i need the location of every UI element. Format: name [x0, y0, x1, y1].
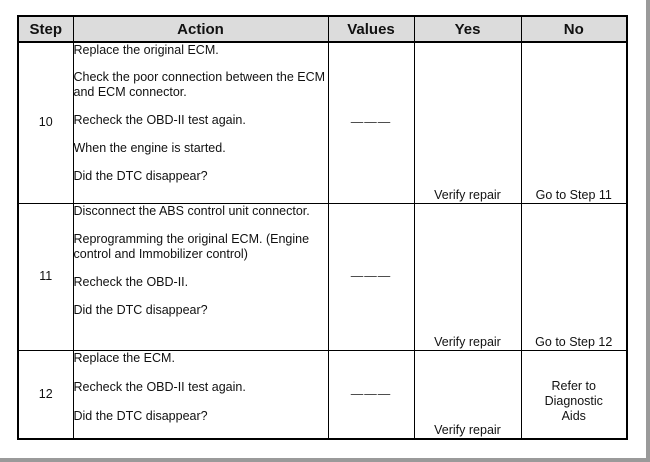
header-step: Step [17, 15, 74, 43]
no-cell: Go to Step 11 [520, 41, 628, 204]
values-cell: ——— [327, 202, 415, 351]
yes-cell: Verify repair [413, 41, 522, 204]
action-line: When the engine is started. [73, 141, 226, 155]
action-line: Recheck the OBD-II. [73, 274, 189, 289]
header-no: No [520, 15, 628, 43]
header-yes: Yes [413, 15, 522, 43]
action-line: Replace the ECM. [73, 350, 175, 365]
action-line: Recheck the OBD-II test again. [73, 379, 246, 394]
step-number: 10 [17, 41, 74, 204]
step-number: 11 [17, 202, 74, 351]
diagnostic-table: Step Action Values Yes No 10 Replace the… [17, 15, 628, 440]
step-number: 12 [17, 349, 74, 440]
table-row-step-10: 10 Replace the original ECM. Check the p… [17, 41, 628, 204]
header-values: Values [327, 15, 415, 43]
action-cell: Disconnect the ABS control unit connecto… [72, 202, 329, 351]
action-line: Did the DTC disappear? [73, 169, 208, 183]
values-cell: ——— [327, 41, 415, 204]
action-line: Did the DTC disappear? [73, 408, 208, 423]
action-line: Check the poor connection between the EC… [73, 70, 326, 99]
header-action: Action [72, 15, 329, 43]
action-line: Replace the original ECM. [73, 43, 219, 57]
table-row-step-11: 11 Disconnect the ABS control unit conne… [17, 202, 628, 351]
no-cell: Go to Step 12 [520, 202, 628, 351]
action-line: Did the DTC disappear? [73, 302, 208, 317]
action-line: Recheck the OBD-II test again. [73, 113, 246, 127]
yes-cell: Verify repair [413, 349, 522, 440]
header-row: Step Action Values Yes No [17, 15, 628, 43]
no-cell: Refer to Diagnostic Aids [520, 349, 628, 440]
table-row-step-12: 12 Replace the ECM. Recheck the OBD-II t… [17, 349, 628, 440]
action-cell: Replace the original ECM. Check the poor… [72, 41, 329, 204]
action-cell: Replace the ECM. Recheck the OBD-II test… [72, 349, 329, 440]
action-line: Disconnect the ABS control unit connecto… [73, 203, 310, 218]
values-cell: ——— [327, 349, 415, 440]
yes-cell: Verify repair [413, 202, 522, 351]
action-line: Reprogramming the original ECM. (Engine … [73, 231, 310, 261]
